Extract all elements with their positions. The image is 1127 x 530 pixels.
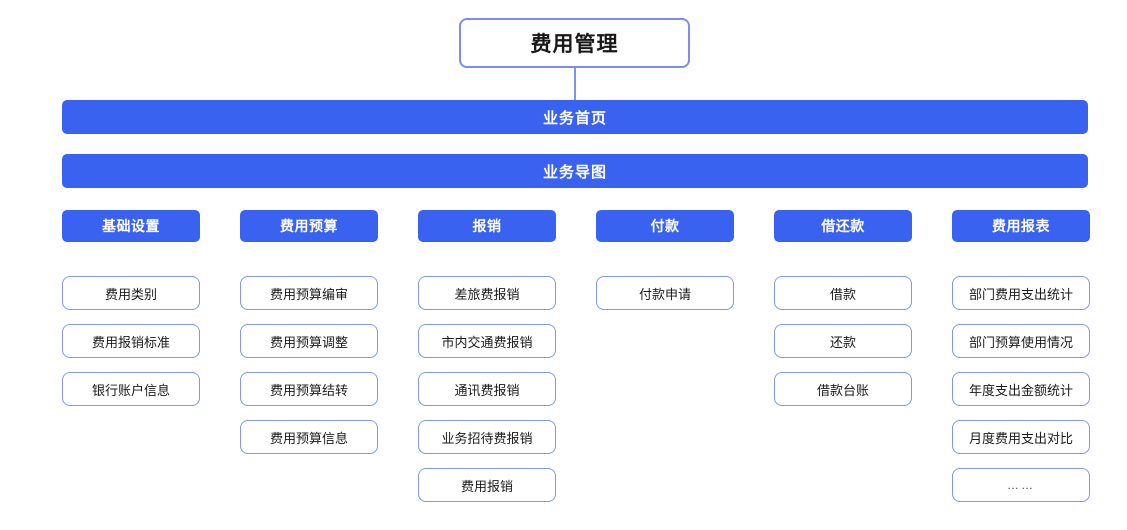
item-list-expense-budget: 费用预算编审 费用预算调整 费用预算结转 费用预算信息 bbox=[240, 276, 378, 454]
list-item-label: 费用预算编审 bbox=[269, 286, 348, 302]
category-header-label: 付款 bbox=[650, 218, 680, 234]
bar-business-map[interactable]: 业务导图 bbox=[62, 154, 1088, 188]
column-loan-repayment: 借还款 借款 还款 借款台账 bbox=[774, 210, 912, 502]
list-item-label: 部门预算使用情况 bbox=[968, 334, 1073, 350]
list-item[interactable]: 费用预算调整 bbox=[240, 324, 378, 358]
category-header-loan-repayment[interactable]: 借还款 bbox=[774, 210, 912, 242]
root-connector-line bbox=[574, 68, 576, 100]
list-item[interactable]: 费用预算编审 bbox=[240, 276, 378, 310]
list-item-label: 费用预算信息 bbox=[269, 430, 348, 446]
list-item-label: 费用类别 bbox=[104, 286, 157, 302]
column-expense-report: 费用报表 部门费用支出统计 部门预算使用情况 年度支出金额统计 月度费用支出对比… bbox=[952, 210, 1090, 502]
item-list-loan-repayment: 借款 还款 借款台账 bbox=[774, 276, 912, 406]
list-item[interactable]: 费用报销 bbox=[418, 468, 556, 502]
list-item-label: 通讯费报销 bbox=[454, 382, 520, 398]
list-item-label: 付款申请 bbox=[638, 286, 691, 302]
item-list-expense-report: 部门费用支出统计 部门预算使用情况 年度支出金额统计 月度费用支出对比 …… bbox=[952, 276, 1090, 502]
list-item-label: 业务招待费报销 bbox=[441, 430, 533, 446]
list-item[interactable]: 费用预算信息 bbox=[240, 420, 378, 454]
category-columns: 基础设置 费用类别 费用报销标准 银行账户信息 费用预算 费用 bbox=[62, 210, 1090, 502]
bar-business-map-label: 业务导图 bbox=[542, 163, 607, 181]
column-reimbursement: 报销 差旅费报销 市内交通费报销 通讯费报销 业务招待费报销 费用报销 bbox=[418, 210, 556, 502]
list-item-label: 部门费用支出统计 bbox=[968, 286, 1073, 302]
category-header-label: 费用预算 bbox=[280, 218, 338, 234]
list-item-label: 费用报销 bbox=[460, 478, 513, 494]
list-item-label: 银行账户信息 bbox=[91, 382, 170, 398]
category-header-label: 基础设置 bbox=[102, 218, 160, 234]
list-item-label: 还款 bbox=[829, 334, 856, 350]
list-item-label: 借款 bbox=[829, 286, 856, 302]
list-item[interactable]: 还款 bbox=[774, 324, 912, 358]
list-item[interactable]: 借款台账 bbox=[774, 372, 912, 406]
list-item[interactable]: 月度费用支出对比 bbox=[952, 420, 1090, 454]
list-item-label: 年度支出金额统计 bbox=[968, 382, 1073, 398]
list-item[interactable]: 借款 bbox=[774, 276, 912, 310]
bar-business-home-label: 业务首页 bbox=[542, 109, 607, 127]
category-header-payment[interactable]: 付款 bbox=[596, 210, 734, 242]
list-item-label: 费用预算调整 bbox=[269, 334, 348, 350]
item-list-reimbursement: 差旅费报销 市内交通费报销 通讯费报销 业务招待费报销 费用报销 bbox=[418, 276, 556, 502]
category-header-label: 报销 bbox=[472, 218, 502, 234]
list-item[interactable]: 部门预算使用情况 bbox=[952, 324, 1090, 358]
category-header-reimbursement[interactable]: 报销 bbox=[418, 210, 556, 242]
list-item-label: …… bbox=[1007, 478, 1035, 492]
list-item[interactable]: 差旅费报销 bbox=[418, 276, 556, 310]
list-item[interactable]: 费用类别 bbox=[62, 276, 200, 310]
list-item-label: 市内交通费报销 bbox=[441, 334, 533, 350]
category-header-expense-budget[interactable]: 费用预算 bbox=[240, 210, 378, 242]
list-item[interactable]: 付款申请 bbox=[596, 276, 734, 310]
root-node-expense-management[interactable]: 费用管理 bbox=[459, 18, 690, 68]
list-item-label: 月度费用支出对比 bbox=[968, 430, 1073, 446]
category-header-basic-settings[interactable]: 基础设置 bbox=[62, 210, 200, 242]
list-item-label: 借款台账 bbox=[816, 382, 869, 398]
column-expense-budget: 费用预算 费用预算编审 费用预算调整 费用预算结转 费用预算信息 bbox=[240, 210, 378, 502]
list-item[interactable]: 年度支出金额统计 bbox=[952, 372, 1090, 406]
category-header-expense-report[interactable]: 费用报表 bbox=[952, 210, 1090, 242]
root-node-label: 费用管理 bbox=[530, 33, 619, 56]
list-item[interactable]: 银行账户信息 bbox=[62, 372, 200, 406]
list-item[interactable]: 费用报销标准 bbox=[62, 324, 200, 358]
list-item[interactable]: 市内交通费报销 bbox=[418, 324, 556, 358]
item-list-payment: 付款申请 bbox=[596, 276, 734, 310]
list-item-ellipsis[interactable]: …… bbox=[952, 468, 1090, 502]
list-item[interactable]: 通讯费报销 bbox=[418, 372, 556, 406]
list-item[interactable]: 业务招待费报销 bbox=[418, 420, 556, 454]
list-item[interactable]: 部门费用支出统计 bbox=[952, 276, 1090, 310]
list-item-label: 差旅费报销 bbox=[454, 286, 520, 302]
column-basic-settings: 基础设置 费用类别 费用报销标准 银行账户信息 bbox=[62, 210, 200, 502]
list-item-label: 费用报销标准 bbox=[91, 334, 170, 350]
bar-business-home[interactable]: 业务首页 bbox=[62, 100, 1088, 134]
column-payment: 付款 付款申请 bbox=[596, 210, 734, 502]
category-header-label: 费用报表 bbox=[992, 218, 1050, 234]
category-header-label: 借还款 bbox=[821, 218, 865, 234]
list-item-label: 费用预算结转 bbox=[269, 382, 348, 398]
item-list-basic-settings: 费用类别 费用报销标准 银行账户信息 bbox=[62, 276, 200, 406]
list-item[interactable]: 费用预算结转 bbox=[240, 372, 378, 406]
